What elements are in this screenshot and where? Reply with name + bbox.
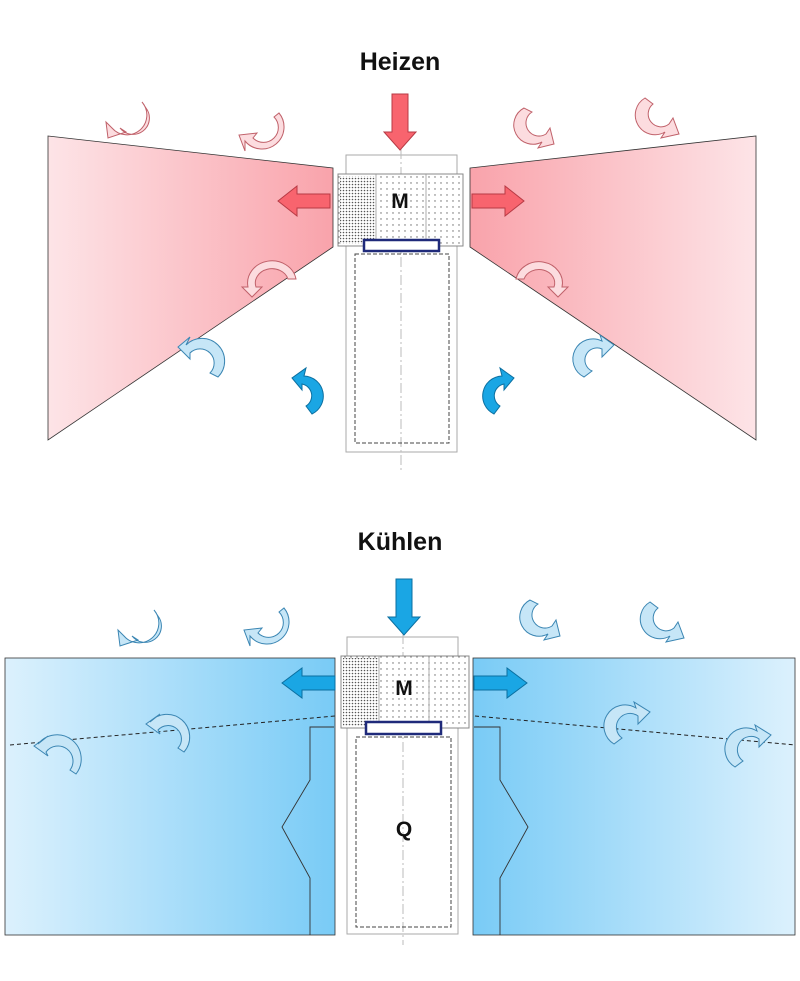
- heating-curl-arrow-icon: [238, 112, 285, 152]
- heating-fan-grille: [340, 176, 376, 244]
- heating-curl-arrow-icon: [482, 366, 515, 415]
- heating-curl-arrow-icon: [634, 97, 680, 139]
- cooling-curl-arrow-icon: [117, 609, 162, 647]
- cooling-unit-label: M: [395, 677, 413, 700]
- cooling-unit: M Q: [340, 580, 470, 945]
- heating-heat-exchanger-bar: [362, 238, 441, 253]
- cooling-zone-left: [4, 657, 336, 936]
- cooling-zone-right: [472, 657, 796, 936]
- cooling-outlet-arrow-left-icon: [281, 667, 336, 699]
- cooling-curl-arrow-icon: [243, 607, 290, 647]
- heating-filter-box: [354, 253, 450, 444]
- heating-curl-arrow-icon: [291, 366, 324, 415]
- heating-section: Heizen M: [47, 48, 757, 470]
- cooling-inner-label: Q: [396, 818, 412, 841]
- cooling-curl-arrow-icon: [145, 713, 191, 753]
- heating-curl-arrow-icon: [177, 336, 226, 378]
- cooling-curl-arrow-icon: [724, 723, 772, 768]
- heating-curl-arrow-icon: [515, 261, 570, 298]
- cooling-curl-arrow-icon: [603, 700, 651, 745]
- heating-title: Heizen: [360, 48, 441, 76]
- cooling-curl-arrow-icon: [519, 599, 561, 641]
- cooling-intake-arrow-icon: [386, 578, 422, 636]
- heating-circulation-arrows: [105, 97, 680, 415]
- heating-unit: M: [337, 95, 464, 470]
- heating-outlet-arrow-left-icon: [277, 184, 331, 218]
- cooling-curl-arrow-icon: [639, 601, 685, 643]
- heating-unit-label: M: [391, 190, 409, 213]
- heating-curl-arrow-icon: [240, 260, 297, 298]
- cooling-stratification-line-left: [9, 715, 336, 746]
- heating-outlet-arrow-right-icon: [471, 184, 525, 218]
- heating-warm-plume-left: [47, 135, 334, 441]
- heating-intake-arrow-icon: [382, 93, 418, 151]
- heating-curl-arrow-icon: [572, 333, 615, 378]
- cooling-outlet-arrow-right-icon: [473, 667, 528, 699]
- cooling-section: Kühlen M Q: [4, 528, 796, 945]
- cooling-flow-profile-right: [474, 726, 529, 935]
- cooling-fan-grille: [343, 658, 379, 726]
- cooling-filter-box: [355, 736, 452, 928]
- heating-curl-arrow-icon: [513, 107, 555, 149]
- cooling-curl-arrow-icon: [33, 734, 82, 775]
- cooling-heat-exchanger-bar: [364, 720, 443, 736]
- heating-warm-plume-right: [469, 135, 757, 441]
- heating-curl-arrow-icon: [105, 101, 150, 139]
- cooling-circulation-arrows: [33, 599, 772, 775]
- cooling-flow-profile-left: [281, 726, 334, 935]
- cooling-title: Kühlen: [358, 528, 443, 556]
